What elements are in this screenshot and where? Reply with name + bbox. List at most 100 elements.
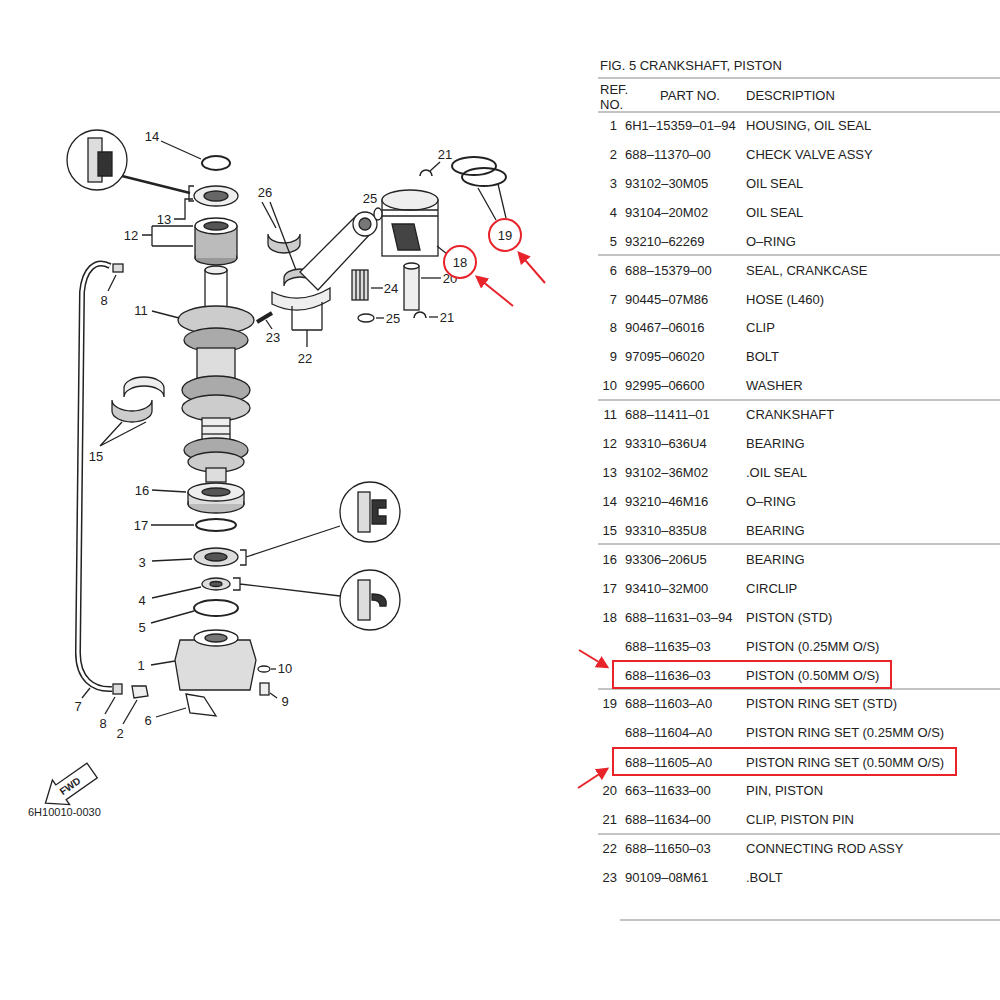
callout-number: 14: [145, 129, 159, 144]
highlight-box: 688–11636–03PISTON (0.50MM O/S): [612, 660, 892, 689]
part-number: 93102–30M05: [625, 175, 708, 190]
callout-number: 26: [258, 185, 272, 200]
part-drawing: [194, 630, 238, 646]
red-arrow: [519, 253, 545, 283]
part-number: 6H1–15359–01–94: [625, 118, 736, 133]
table-rule: [598, 112, 1000, 113]
part-drawing: [205, 553, 227, 561]
callout-circle: 19: [487, 217, 523, 253]
part-description: WASHER: [746, 378, 803, 393]
ref-number: 21: [603, 812, 617, 827]
part-drawing: [202, 425, 230, 426]
part-drawing: [105, 697, 115, 714]
part-number: 688–11635–03: [625, 638, 711, 653]
part-drawing: [352, 270, 368, 300]
ref-number: 13: [603, 465, 617, 480]
part-drawing: [233, 578, 340, 596]
callout-number: 2: [116, 726, 123, 741]
part-drawing: [78, 264, 112, 690]
callout-number: 9: [281, 694, 288, 709]
part-drawing: [206, 468, 226, 482]
part-drawing: [421, 277, 441, 278]
part-number: 688–11605–A0: [625, 754, 712, 769]
part-drawing: [67, 130, 127, 190]
part-drawing: [258, 666, 270, 672]
part-drawing: [132, 686, 148, 698]
part-drawing: [414, 312, 426, 318]
part-drawing: [257, 313, 272, 322]
part-description: CHECK VALVE ASSY: [746, 146, 873, 161]
callout-circle-outline: [489, 219, 521, 251]
part-drawing: [205, 266, 227, 274]
part-drawing: [124, 377, 164, 397]
part-drawing: [152, 587, 201, 598]
part-drawing: [37, 130, 506, 815]
part-drawing: [359, 218, 371, 230]
part-drawing: [429, 316, 438, 317]
part-drawing: [186, 694, 216, 716]
part-number: 93410–32M00: [625, 580, 708, 595]
part-drawing: [82, 688, 90, 698]
callout-number: 21: [438, 147, 452, 162]
part-drawing: [142, 226, 193, 246]
ref-number: 19: [603, 696, 617, 711]
callout-number: 23: [266, 330, 280, 345]
part-drawing: [196, 519, 236, 531]
part-drawing: [437, 246, 447, 254]
callout-number: 13: [157, 212, 171, 227]
part-description: BEARING: [746, 436, 805, 451]
part-description: BEARING: [746, 522, 805, 537]
part-description: PISTON RING SET (0.25MM O/S): [746, 725, 944, 740]
column-header: PART NO.: [660, 88, 720, 103]
ref-number: 8: [610, 320, 617, 335]
ref-number: 7: [610, 291, 617, 306]
part-number: 93306–206U5: [625, 551, 707, 566]
part-drawing: [404, 266, 419, 310]
ref-number: 14: [603, 493, 617, 508]
part-drawing: [355, 270, 356, 300]
ref-number: 5: [610, 233, 617, 248]
part-drawing: [430, 162, 440, 171]
part-number: 688–11634–00: [625, 812, 711, 827]
part-drawing: [151, 611, 194, 623]
part-drawing: [376, 317, 384, 318]
part-drawing: [353, 212, 377, 236]
part-number: 93102–36M02: [625, 465, 708, 480]
part-drawing: [122, 176, 190, 193]
part-description: PIN, PISTON: [746, 783, 823, 798]
table-rule: [620, 920, 1000, 921]
table-rule: [598, 834, 1000, 835]
part-number: 688–11604–A0: [625, 725, 712, 740]
part-drawing: [78, 264, 112, 690]
callout-number: 16: [135, 483, 149, 498]
part-description: SEAL, CRANKCASE: [746, 262, 867, 277]
callout-number: 22: [298, 351, 312, 366]
column-header: DESCRIPTION: [746, 88, 835, 103]
ref-number: 22: [603, 841, 617, 856]
ref-number: 11: [604, 407, 618, 422]
part-number: 688–11631–03–94: [625, 609, 733, 624]
part-drawing: [205, 270, 227, 308]
part-drawing: [452, 157, 496, 175]
part-number: 688–11370–00: [625, 146, 711, 161]
part-number: 97095–06020: [625, 349, 705, 364]
part-drawing: [175, 640, 256, 690]
red-arrow: [477, 253, 607, 788]
ref-number: 17: [603, 580, 617, 595]
part-drawing: [340, 570, 400, 630]
part-drawing: [202, 578, 230, 590]
table-rule: [598, 78, 1000, 79]
part-drawing: [202, 433, 230, 434]
ref-number: 6: [610, 262, 617, 277]
callout-number: 11: [134, 303, 148, 318]
part-drawing: [182, 395, 250, 421]
part-drawing: [372, 500, 386, 524]
part-drawing: [174, 199, 193, 219]
part-drawing: [188, 483, 244, 501]
part-drawing: [123, 700, 137, 724]
part-number: 93310–835U8: [625, 522, 707, 537]
part-description: PISTON (0.25MM O/S): [746, 638, 879, 653]
part-drawing: [382, 209, 438, 210]
part-number: 688–11650–03: [625, 841, 711, 856]
part-drawing: [210, 582, 222, 587]
